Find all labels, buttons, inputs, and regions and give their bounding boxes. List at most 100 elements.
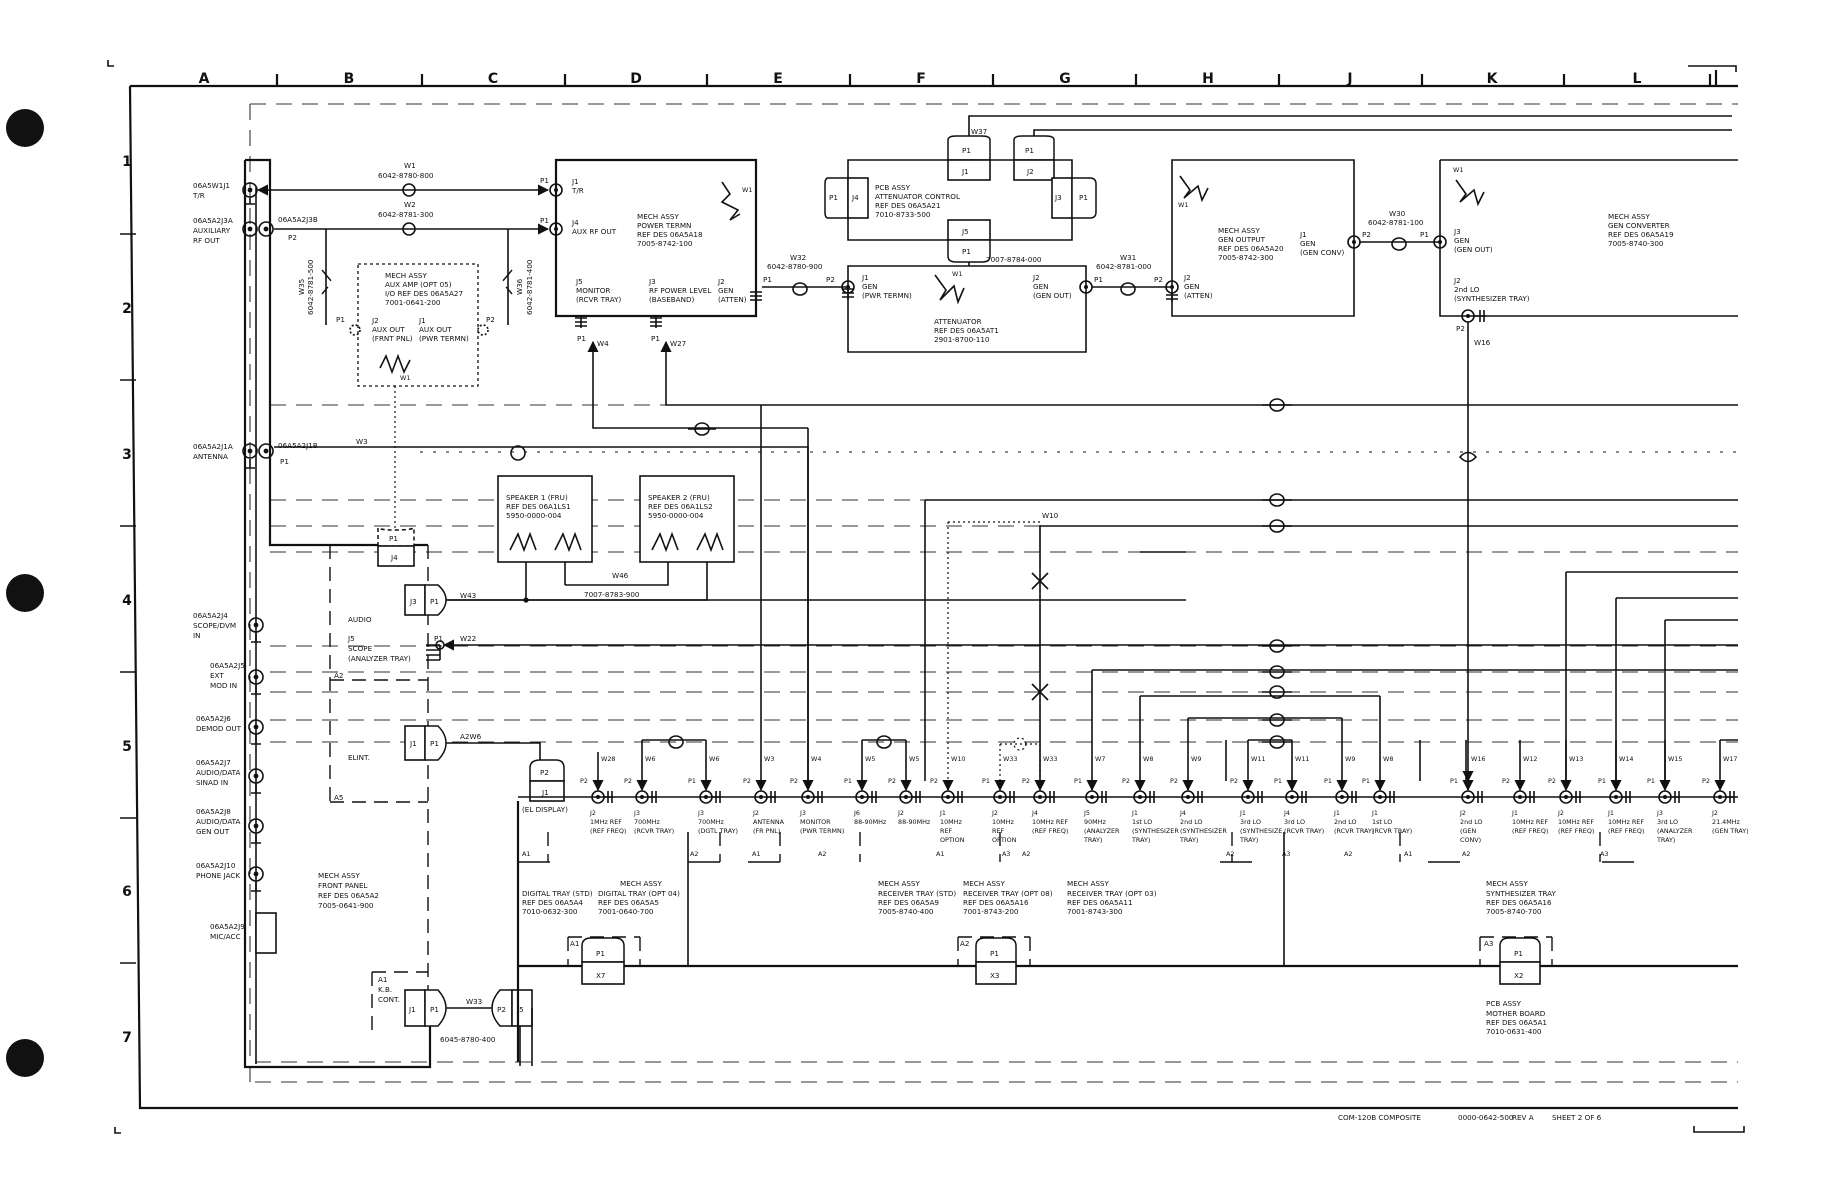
rail-jack-label: J1 bbox=[1371, 809, 1378, 817]
svg-text:I/O REF DES 06A5A27: I/O REF DES 06A5A27 bbox=[385, 289, 463, 298]
svg-text:6045-8780-400: 6045-8780-400 bbox=[440, 1035, 496, 1044]
rail-plug-label: P2 bbox=[1170, 777, 1178, 785]
crop-mark-bottom-right bbox=[1693, 1126, 1745, 1133]
section-tag: A3 bbox=[1282, 850, 1290, 858]
grid-row-4: 4 bbox=[122, 593, 132, 609]
svg-text:DIGITAL TRAY (STD): DIGITAL TRAY (STD) bbox=[522, 889, 593, 898]
rail-wire-label: W17 bbox=[1723, 755, 1737, 763]
svg-text:W16: W16 bbox=[1474, 338, 1491, 347]
section-tag: A1 bbox=[936, 850, 944, 858]
svg-text:J4: J4 bbox=[851, 193, 859, 202]
rail-plug-label: P1 bbox=[1324, 777, 1332, 785]
rail-jack-label: J2 bbox=[1711, 809, 1718, 817]
svg-text:(ANALYZER TRAY): (ANALYZER TRAY) bbox=[348, 654, 411, 663]
svg-text:7001-0640-700: 7001-0640-700 bbox=[598, 907, 654, 916]
rail-plug-label: P2 bbox=[1230, 777, 1238, 785]
svg-text:J1: J1 bbox=[541, 788, 549, 797]
digital-tray-std: DIGITAL TRAY (STD) REF DES 06A5A4 7010-0… bbox=[522, 889, 593, 916]
digital-tray-opt04: MECH ASSY DIGITAL TRAY (OPT 04) REF DES … bbox=[598, 879, 680, 916]
rail-plug-label: P2 bbox=[1502, 777, 1510, 785]
svg-text:7005-8742-100: 7005-8742-100 bbox=[637, 239, 693, 248]
rail-jack-label: J5 bbox=[1083, 809, 1090, 817]
fp-connector-scope-dvm: 06A5A2J4 SCOPE/DVM IN bbox=[193, 611, 264, 640]
rail-wire-label: W33 bbox=[1043, 755, 1057, 763]
svg-text:(ATTEN): (ATTEN) bbox=[1184, 291, 1213, 300]
svg-text:MONITOR: MONITOR bbox=[576, 286, 610, 295]
svg-text:(RCVR TRAY): (RCVR TRAY) bbox=[576, 295, 621, 304]
svg-text:7010-8733-500: 7010-8733-500 bbox=[875, 210, 931, 219]
svg-text:MECH ASSY: MECH ASSY bbox=[637, 212, 679, 221]
rail-jack-label: (SYNTHESIZE bbox=[1240, 827, 1282, 835]
rail-jack-label: 10MHz REF bbox=[1558, 818, 1594, 826]
svg-text:P1: P1 bbox=[1514, 949, 1523, 958]
svg-text:P1: P1 bbox=[430, 739, 439, 748]
section-tag: A2 bbox=[1462, 850, 1470, 858]
rail-jack-label: TRAY) bbox=[1083, 836, 1102, 844]
rail-jack-label: 90MHz bbox=[1084, 818, 1106, 826]
grid-row-5: 5 bbox=[122, 739, 132, 755]
svg-text:GEN OUTPUT: GEN OUTPUT bbox=[1218, 235, 1266, 244]
svg-text:REF DES 06A5A1: REF DES 06A5A1 bbox=[1486, 1018, 1547, 1027]
svg-text:P1: P1 bbox=[577, 334, 586, 343]
svg-text:P1: P1 bbox=[651, 334, 660, 343]
svg-text:W3: W3 bbox=[356, 437, 368, 446]
rail-jack-label: J2 bbox=[1459, 809, 1466, 817]
svg-text:PCB ASSY: PCB ASSY bbox=[875, 183, 911, 192]
rail-plug-label: P2 bbox=[743, 777, 751, 785]
svg-text:MOD IN: MOD IN bbox=[210, 681, 237, 690]
attenuator-cable-pn: 7007-8784-000 bbox=[986, 255, 1042, 264]
aux-amp-assembly: MECH ASSY AUX AMP (OPT 05) I/O REF DES 0… bbox=[336, 263, 495, 528]
svg-text:06A5A2J1A: 06A5A2J1A bbox=[193, 442, 233, 451]
svg-text:P1: P1 bbox=[1079, 193, 1088, 202]
grid-col-l: L bbox=[1633, 71, 1642, 87]
svg-text:P2: P2 bbox=[288, 233, 297, 242]
svg-text:06A5A2J7: 06A5A2J7 bbox=[196, 758, 231, 767]
lower-feed-lines bbox=[597, 669, 1738, 781]
svg-text:W30: W30 bbox=[1389, 209, 1406, 218]
svg-text:AUDIO/DATA: AUDIO/DATA bbox=[196, 817, 241, 826]
grid-col-b: B bbox=[344, 71, 355, 87]
rail-jack-label: 10MHz REF bbox=[1032, 818, 1068, 826]
svg-text:REF DES 06A5A9: REF DES 06A5A9 bbox=[878, 898, 939, 907]
front-panel-assembly bbox=[243, 158, 432, 1069]
rail-plug-label: P1 bbox=[1362, 777, 1370, 785]
fp-connector-phone-jack: 06A5A2J10 PHONE JACK bbox=[196, 861, 264, 882]
svg-text:P1: P1 bbox=[829, 193, 838, 202]
svg-text:AUX RF OUT: AUX RF OUT bbox=[572, 227, 617, 236]
svg-text:7001-8743-200: 7001-8743-200 bbox=[963, 907, 1019, 916]
footer-revision: REV A bbox=[1512, 1113, 1534, 1122]
svg-text:ATTENUATOR CONTROL: ATTENUATOR CONTROL bbox=[875, 192, 960, 201]
receiver-tray-opt03: MECH ASSY RECEIVER TRAY (OPT 03) REF DES… bbox=[1067, 879, 1157, 916]
rail-wire-label: W11 bbox=[1295, 755, 1309, 763]
svg-text:06A5W1J1: 06A5W1J1 bbox=[193, 181, 230, 190]
rail-wire-label: W9 bbox=[1345, 755, 1355, 763]
svg-text:P2: P2 bbox=[1362, 230, 1371, 239]
svg-text:(PWR TERMN): (PWR TERMN) bbox=[862, 291, 912, 300]
svg-text:P1: P1 bbox=[430, 1005, 439, 1014]
cable-w30: W30 6042-8781-100 P2 P1 bbox=[1360, 209, 1440, 251]
svg-text:7005-8740-300: 7005-8740-300 bbox=[1608, 239, 1664, 248]
svg-text:W2: W2 bbox=[404, 200, 416, 209]
fp-keyboard-control: A1 K.B. CONT. bbox=[371, 971, 428, 1036]
svg-text:A1: A1 bbox=[378, 975, 388, 984]
rail-jack-label: (GEN bbox=[1460, 827, 1476, 835]
svg-text:(EL DISPLAY): (EL DISPLAY) bbox=[522, 805, 568, 814]
svg-text:REF DES 06A5A5: REF DES 06A5A5 bbox=[598, 898, 659, 907]
section-tag: A1 bbox=[522, 850, 530, 858]
svg-text:MECH ASSY: MECH ASSY bbox=[1608, 212, 1650, 221]
rail-wire-label: W33 bbox=[1003, 755, 1017, 763]
upper-feed-lines bbox=[924, 499, 1738, 781]
svg-text:7001-0641-200: 7001-0641-200 bbox=[385, 298, 441, 307]
svg-text:SCOPE/DVM: SCOPE/DVM bbox=[193, 621, 236, 630]
svg-text:DIGITAL TRAY (OPT 04): DIGITAL TRAY (OPT 04) bbox=[598, 889, 680, 898]
grid-col-a: A bbox=[199, 71, 210, 87]
rail-jack-label: J1 bbox=[1239, 809, 1246, 817]
rail-jack-label: J1 bbox=[1511, 809, 1518, 817]
svg-text:W10: W10 bbox=[1042, 511, 1059, 520]
cable-w31: W31 6042-8781-000 P1 P2 bbox=[1092, 253, 1172, 296]
rail-jack-label: J2 bbox=[589, 809, 596, 817]
